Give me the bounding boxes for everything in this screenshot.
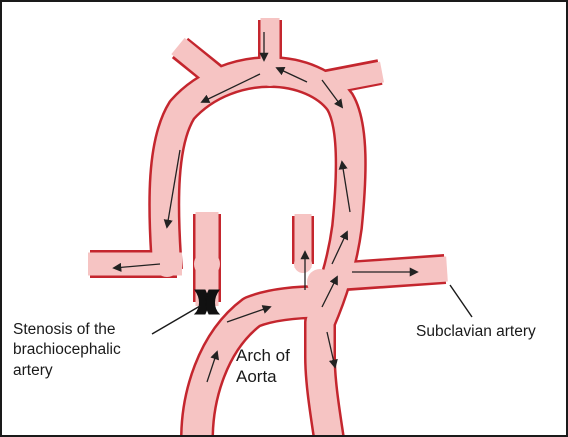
stenosis-leader-line bbox=[152, 306, 200, 334]
subclavian-leader-line bbox=[450, 285, 472, 317]
stenosis-label: Stenosis of the brachiocephalic artery bbox=[13, 320, 121, 381]
stenosis-label-line: Stenosis of the bbox=[13, 320, 121, 340]
subclavian-artery-label: Subclavian artery bbox=[416, 322, 536, 342]
arch-of-aorta-label: Arch of Aorta bbox=[236, 346, 290, 387]
stenosis-label-line: brachiocephalic bbox=[13, 340, 121, 360]
arch-label-line: Aorta bbox=[236, 367, 290, 388]
stenosis-label-line: artery bbox=[13, 361, 121, 381]
arch-label-line: Arch of bbox=[236, 346, 290, 367]
